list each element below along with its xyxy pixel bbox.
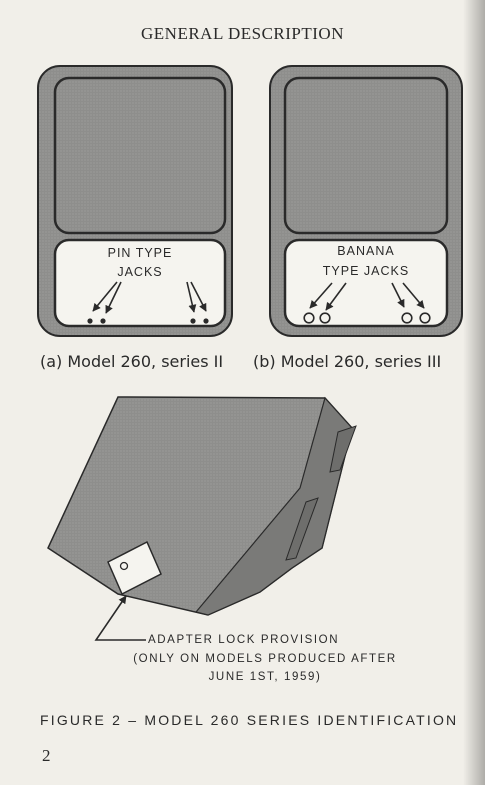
adapter-note-line1: ADAPTER LOCK PROVISION — [148, 632, 388, 649]
adapter-leader-arrow — [96, 596, 146, 640]
caption-series-ii: (a) Model 260, series II — [40, 352, 223, 371]
panel-a-label-line2: JACKS — [90, 265, 190, 279]
pin-jack — [100, 318, 105, 323]
meter-window — [55, 78, 225, 233]
panel-b-label-line2: TYPE JACKS — [296, 264, 436, 278]
meter-series-ii — [38, 66, 232, 336]
page-number: 2 — [42, 746, 51, 766]
adapter-note-line3: JUNE 1ST, 1959) — [95, 669, 435, 686]
pin-jack — [87, 318, 92, 323]
pin-jack — [203, 318, 208, 323]
meter-window — [285, 78, 447, 233]
panel-b-label-line1: BANANA — [306, 244, 426, 258]
pin-jack — [190, 318, 195, 323]
figure-title: FIGURE 2 – MODEL 260 SERIES IDENTIFICATI… — [40, 712, 458, 728]
meter-case-illustration — [48, 397, 356, 640]
adapter-note-line2: (ONLY ON MODELS PRODUCED AFTER — [95, 651, 435, 668]
panel-a-label-line1: PIN TYPE — [90, 246, 190, 260]
caption-series-iii: (b) Model 260, series III — [253, 352, 441, 371]
meter-series-iii — [270, 66, 462, 336]
